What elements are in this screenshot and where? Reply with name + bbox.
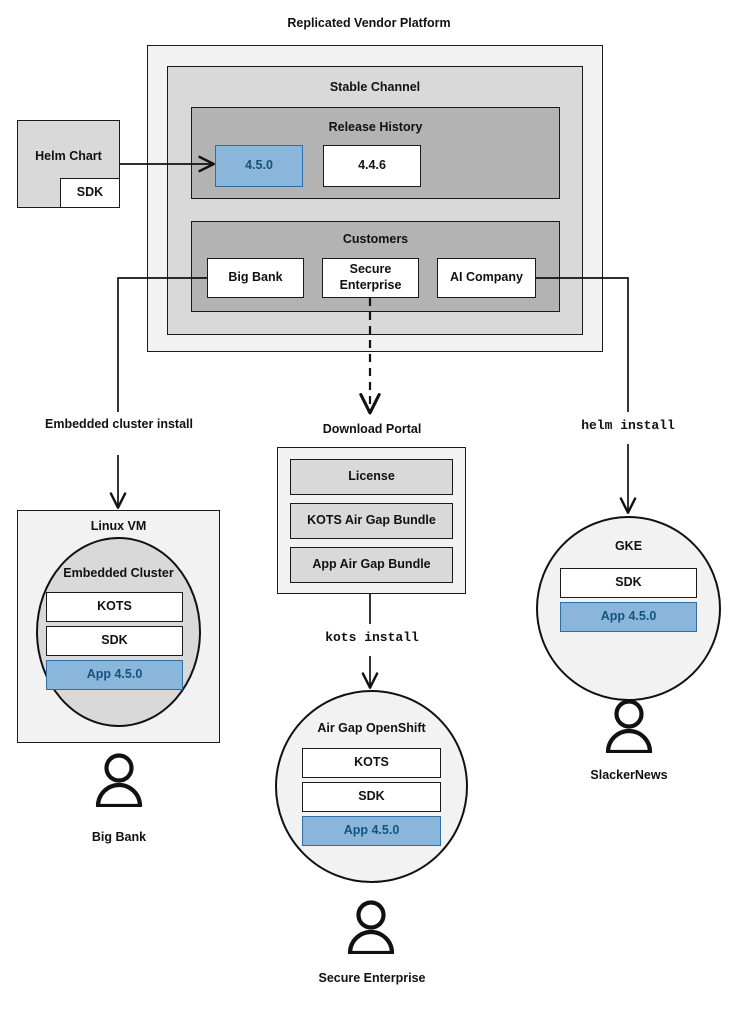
embedded-cluster-title: Embedded Cluster xyxy=(63,566,174,580)
portal-artifact-label: License xyxy=(348,469,395,484)
release-history-title: Release History xyxy=(328,120,423,134)
page-title: Replicated Vendor Platform xyxy=(287,16,451,30)
gke-component-app[interactable]: App 4.5.0 xyxy=(560,602,697,632)
gke-title: GKE xyxy=(614,539,643,553)
release-chip-4-4-6[interactable]: 4.4.6 xyxy=(323,145,421,187)
edge-label-embedded-cluster-install: Embedded cluster install xyxy=(45,417,193,431)
portal-artifact-app-air-gap-bundle[interactable]: App Air Gap Bundle xyxy=(290,547,453,583)
linux-vm-title: Linux VM xyxy=(90,519,147,533)
helm-chart-sdk-box: SDK xyxy=(60,178,120,208)
portal-artifact-kots-air-gap-bundle[interactable]: KOTS Air Gap Bundle xyxy=(290,503,453,539)
linux-vm-component-sdk[interactable]: SDK xyxy=(46,626,183,656)
person-icon xyxy=(347,900,395,954)
customer-label: Secure Enterprise xyxy=(339,262,402,292)
linux-vm-component-app[interactable]: App 4.5.0 xyxy=(46,660,183,690)
person-icon xyxy=(95,753,143,807)
component-label: App 4.5.0 xyxy=(343,823,400,838)
customer-secure-enterprise[interactable]: Secure Enterprise xyxy=(322,258,419,298)
component-label: KOTS xyxy=(97,599,132,614)
customer-ai-company[interactable]: AI Company xyxy=(437,258,536,298)
customer-label: AI Company xyxy=(450,270,523,285)
release-version-label: 4.5.0 xyxy=(245,158,273,173)
linux-vm-component-kots[interactable]: KOTS xyxy=(46,592,183,622)
component-label: SDK xyxy=(101,633,128,648)
helm-chart-sdk-label: SDK xyxy=(76,185,104,200)
release-chip-4-5-0[interactable]: 4.5.0 xyxy=(215,145,303,187)
component-label: App 4.5.0 xyxy=(600,609,657,624)
component-label: SDK xyxy=(615,575,642,590)
openshift-component-kots[interactable]: KOTS xyxy=(302,748,441,778)
openshift-component-app[interactable]: App 4.5.0 xyxy=(302,816,441,846)
release-version-label: 4.4.6 xyxy=(358,158,386,173)
actor-label-secure-enterprise: Secure Enterprise xyxy=(318,971,426,985)
gke-component-sdk[interactable]: SDK xyxy=(560,568,697,598)
download-portal-title: Download Portal xyxy=(322,422,422,436)
customer-big-bank[interactable]: Big Bank xyxy=(207,258,304,298)
portal-artifact-license[interactable]: License xyxy=(290,459,453,495)
edge-label-helm-install: helm install xyxy=(581,418,675,433)
openshift-component-sdk[interactable]: SDK xyxy=(302,782,441,812)
stable-channel-title: Stable Channel xyxy=(329,80,421,94)
component-label: KOTS xyxy=(354,755,389,770)
person-icon xyxy=(605,699,653,753)
customers-title: Customers xyxy=(342,232,409,246)
helm-chart-label: Helm Chart xyxy=(35,149,102,163)
component-label: SDK xyxy=(358,789,385,804)
edge-label-kots-install: kots install xyxy=(325,630,419,645)
portal-artifact-label: KOTS Air Gap Bundle xyxy=(307,513,436,528)
component-label: App 4.5.0 xyxy=(86,667,143,682)
customer-label: Big Bank xyxy=(228,270,283,285)
portal-artifact-label: App Air Gap Bundle xyxy=(312,557,431,572)
air-gap-openshift-title: Air Gap OpenShift xyxy=(317,721,426,735)
actor-label-slackernews: SlackerNews xyxy=(590,768,668,782)
actor-label-big-bank: Big Bank xyxy=(91,830,147,844)
